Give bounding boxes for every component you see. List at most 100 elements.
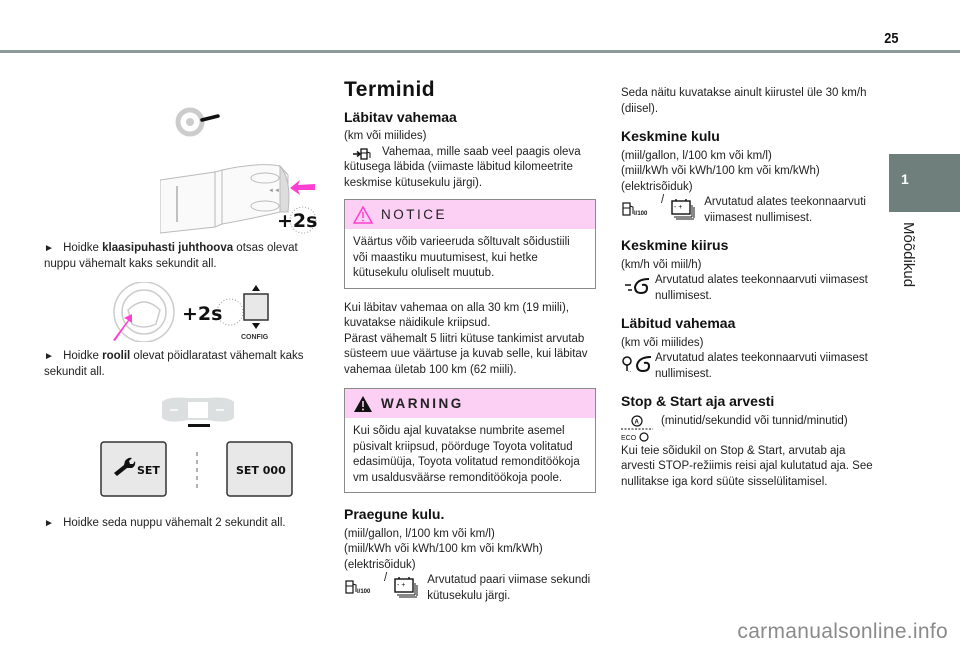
stopstart-heading: Stop & Start aja arvesti	[621, 393, 775, 409]
current-units-2: (miil/kWh või kWh/100 km või km/kWh)	[344, 543, 543, 555]
steering-wheel-icon	[113, 282, 175, 342]
config-button-icon	[243, 293, 269, 321]
wiper-stalk-figure: ◄◄ +2s	[160, 107, 317, 234]
step-wiper-button: Hoidke klaasipuhasti juhthoova otsas ole…	[44, 241, 309, 272]
notice-header: NOTICE	[345, 200, 595, 229]
eco-label: ECO	[621, 435, 637, 442]
battery-icon: - +	[394, 577, 418, 598]
two-second-badge-icon: +2s	[277, 206, 317, 234]
svg-text:◄◄: ◄◄	[268, 188, 280, 194]
warning-triangle-icon	[354, 395, 372, 412]
page-number: 25	[884, 30, 899, 47]
fuel-pump-icon: l/100	[622, 202, 648, 217]
step-prefix: Hoidke	[63, 242, 103, 254]
diesel-note: Seda näitu kuvatakse ainult kiirustel ül…	[621, 87, 867, 115]
instrument-cluster-icon	[162, 397, 234, 427]
speed-description: Arvutatud alates teekonnaarvuti viimases…	[655, 274, 868, 302]
svg-text:- +: - +	[397, 582, 405, 589]
step-bold: klaasipuhasti juhthoova	[102, 242, 234, 254]
down-arrow-icon	[252, 323, 260, 329]
chapter-label: Mõõdikud	[900, 222, 917, 288]
wrench-icon	[114, 457, 136, 476]
right-column: Seda näitu kuvatakse ainult kiirustel ül…	[621, 86, 879, 490]
set-reset-label: SET 000	[236, 464, 286, 477]
chapter-tab[interactable]: 1	[889, 154, 960, 212]
speed-units: (km/h või miil/h)	[621, 258, 702, 271]
middle-column: Terminid Läbitav vahemaa (km või miilide…	[344, 78, 596, 604]
caution-triangle-icon	[353, 205, 373, 224]
up-arrow-icon	[252, 285, 260, 291]
step-suffix: olevat pöidlaratast vähemalt kaks sekund…	[44, 350, 304, 378]
average-description: Arvutatud alates teekonnaarvuti viimases…	[704, 196, 866, 224]
stop-start-timer-icon: A ECO	[621, 414, 653, 442]
fuel-icon-label: l/100	[634, 211, 648, 217]
warning-header: WARNING	[345, 389, 595, 418]
notice-body: Väärtus võib varieeruda sõltuvalt sõidus…	[353, 236, 570, 279]
notice-box: NOTICE Väärtus võib varieeruda sõltuvalt…	[344, 199, 596, 289]
step-suffix: otsas olevat nuppu vähemalt kaks sekundi…	[44, 242, 298, 270]
set-buttons-figure: SET SET 000	[100, 441, 293, 497]
set-reset-button-icon	[226, 441, 293, 497]
distance-description: Arvutatud alates teekonnaarvuti viimases…	[655, 352, 868, 380]
config-button-figure: CONFIG	[241, 285, 269, 341]
steering-wheel-figure: +2s	[113, 282, 244, 342]
svg-text:..: ..	[628, 368, 632, 374]
page-title: Terminid	[344, 78, 436, 101]
range-heading: Läbitav vahemaa	[344, 108, 457, 125]
step-wheel-thumbwheel: Hoidke roolil olevat pöidlaratast vähema…	[44, 349, 309, 380]
distance-heading: Läbitud vahemaa	[621, 315, 736, 331]
step-hold-button: Hoidke seda nuppu vähemalt 2 sekundit al…	[44, 516, 324, 532]
step-prefix: Hoidke	[63, 350, 103, 362]
current-units-3: (elektrisõiduk)	[344, 558, 416, 571]
watermark[interactable]: carmanualsonline.info	[737, 620, 948, 643]
fuel-pump-icon: l/100	[345, 580, 371, 595]
badge-text: +2s	[277, 210, 317, 232]
range-units: (km või miilides)	[344, 130, 427, 142]
config-label: CONFIG	[241, 334, 269, 341]
average-units-3: (elektrisõiduk)	[621, 180, 693, 193]
badge-text: +2s	[182, 303, 222, 325]
current-consumption-heading: Praegune kulu.	[344, 506, 445, 522]
press-arrow-icon	[113, 314, 132, 341]
average-icon-row: l/100 / - + Arvutatud alates teekonnaarv…	[621, 194, 879, 226]
set-label: SET	[137, 464, 160, 477]
chapter-number: 1	[901, 171, 909, 187]
warning-title: WARNING	[381, 395, 464, 411]
stopstart-description: Kui teie sõidukil on Stop & Start, arvut…	[621, 444, 873, 488]
current-icon-row: l/100 / - + Arvutatud paari viimase seku…	[344, 572, 596, 604]
separator: /	[661, 194, 665, 206]
warning-box: WARNING Kui sõidu ajal kuvatakse numbrit…	[344, 388, 596, 493]
speed-icon-row: Arvutatud alates teekonnaarvuti viimases…	[621, 273, 879, 304]
warning-body: Kui sõidu ajal kuvatakse numbrite asemel…	[353, 425, 580, 484]
step-text: Hoidke seda nuppu vähemalt 2 sekundit al…	[63, 517, 286, 529]
battery-icon: - +	[671, 199, 695, 220]
press-arrow-icon	[290, 180, 315, 195]
two-second-badge-icon: +2s	[182, 298, 244, 326]
distance-travelled-icon: ..	[622, 356, 652, 374]
average-consumption-heading: Keskmine kulu	[621, 128, 720, 144]
chapter-label-container: Mõõdikud	[885, 222, 935, 302]
average-units-1: (miil/gallon, l/100 km või km/l)	[621, 149, 772, 162]
stopstart-icon-row: A ECO (minutid/sekundid või tunnid/minut…	[621, 414, 879, 444]
header-rule	[0, 50, 960, 53]
distance-icon-row: .. Arvutatud alates teekonnaarvuti viima…	[621, 351, 879, 382]
fuel-icon-label: l/100	[357, 589, 371, 595]
notice-title: NOTICE	[381, 206, 448, 222]
separator: /	[384, 572, 388, 584]
current-description: Arvutatud paari viimase sekundi kütuseku…	[427, 574, 591, 602]
stopstart-units: (minutid/sekundid või tunnid/minutid)	[661, 414, 848, 427]
svg-text:A: A	[635, 419, 640, 425]
step-bold: roolil	[102, 350, 131, 362]
svg-text:- +: - +	[674, 204, 682, 211]
steering-wheel-icon	[175, 107, 220, 137]
range-description: Vahemaa, mille saab veel paagis oleva kü…	[344, 145, 581, 189]
fuel-range-icon	[353, 147, 371, 160]
wiper-stalk-icon: ◄◄	[160, 164, 290, 234]
average-units-2: (miil/kWh või kWh/100 km või km/kWh)	[621, 165, 820, 177]
current-units-1: (miil/gallon, l/100 km või km/l)	[344, 527, 495, 540]
range-description-block: Vahemaa, mille saab veel paagis oleva kü…	[344, 145, 596, 192]
average-speed-heading: Keskmine kiirus	[621, 237, 729, 253]
average-speed-icon	[625, 278, 650, 295]
range-text-2: Pärast vähemalt 5 liitri kütuse tankimis…	[344, 332, 588, 376]
distance-units: (km või miilides)	[621, 336, 704, 349]
